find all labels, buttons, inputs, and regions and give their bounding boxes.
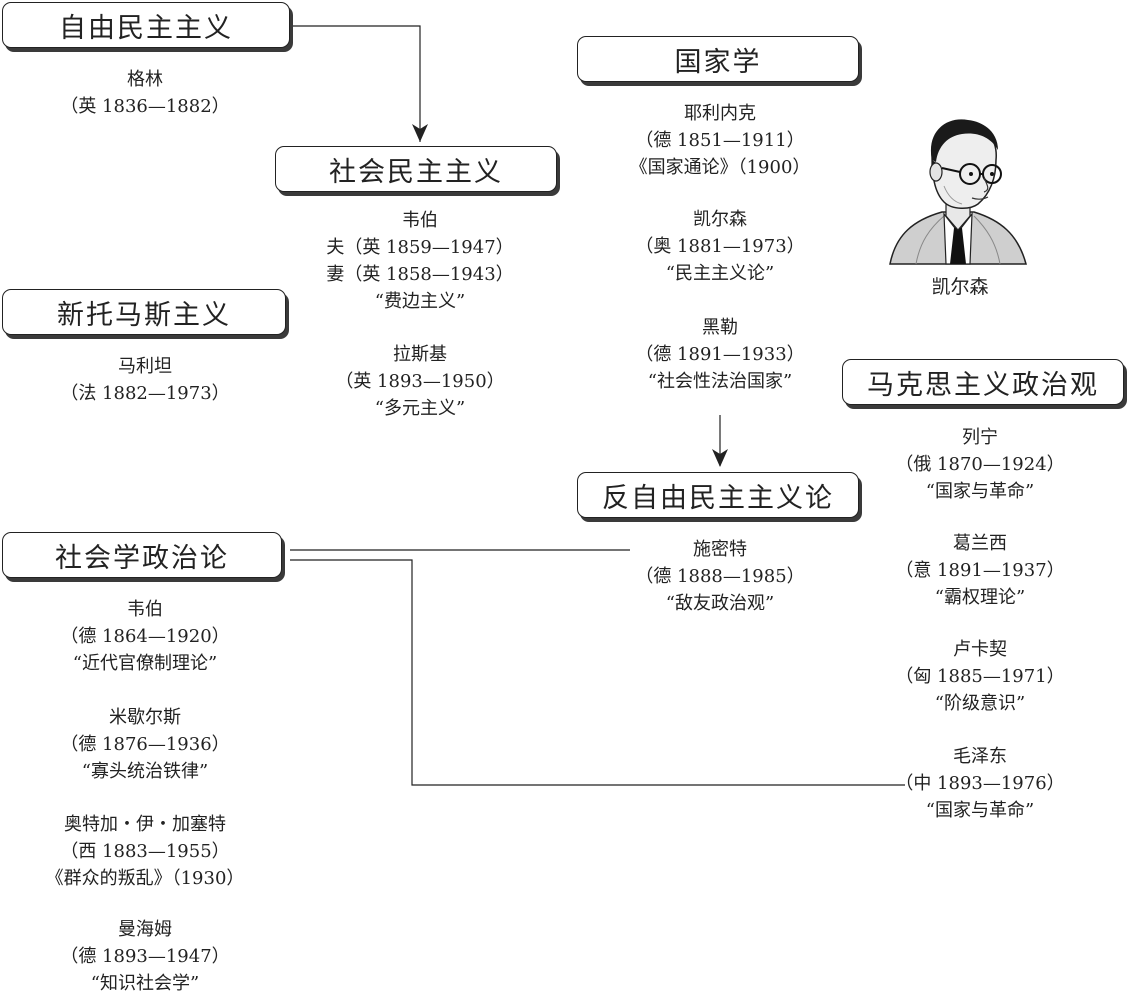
- thinker-dates: （德 1891—1933）: [635, 344, 805, 365]
- thinker-work: “民主主义论”: [665, 263, 775, 284]
- thinker-work: “国家与革命”: [925, 481, 1035, 502]
- thinker-name: 米歇尔斯: [109, 707, 181, 728]
- thinker-heller: 黑勒 （德 1891—1933） “社会性法治国家”: [600, 314, 840, 395]
- thinker-name: 曼海姆: [118, 919, 172, 940]
- thinker-dates: （德 1893—1947）: [60, 946, 230, 967]
- thinker-green: 格林 （英 1836—1882）: [30, 66, 260, 120]
- thinker-name: 马利坦: [118, 356, 172, 377]
- thinker-mao: 毛泽东 （中 1893—1976） “国家与革命”: [870, 743, 1090, 824]
- thinker-dates: （英 1893—1950）: [335, 371, 505, 392]
- thinker-work: “多元主义”: [374, 398, 466, 419]
- connector-sociological-to-mao: [290, 559, 905, 786]
- box-sociological-politics: 社会学政治论: [2, 532, 282, 578]
- thinker-dates: （匈 1885—1971）: [895, 666, 1065, 687]
- thinker-work: 《群众的叛乱》（1930）: [45, 868, 245, 889]
- thinker-lukacs: 卢卡契 （匈 1885—1971） “阶级意识”: [870, 636, 1090, 717]
- box-state-science: 国家学: [577, 36, 859, 82]
- arrow-down-icon: [412, 124, 428, 142]
- thinker-schmitt: 施密特 （德 1888—1985） “敌友政治观”: [600, 536, 840, 617]
- thinker-work: “知识社会学”: [90, 973, 200, 994]
- box-label: 社会学政治论: [55, 542, 229, 574]
- connector-liberal-to-social-democ: [292, 25, 421, 142]
- arrow-down-icon: [712, 449, 728, 467]
- thinker-work: “国家与革命”: [925, 800, 1035, 821]
- box-neo-thomism: 新托马斯主义: [2, 289, 286, 335]
- thinker-work: “敌友政治观”: [665, 593, 775, 614]
- portrait-caption: 凯尔森: [931, 276, 989, 298]
- box-label: 国家学: [674, 46, 762, 78]
- thinker-mannheim: 曼海姆 （德 1893—1947） “知识社会学”: [20, 916, 270, 997]
- thinker-name: 黑勒: [702, 317, 738, 338]
- thinker-dates: （德 1851—1911）: [635, 130, 805, 151]
- thinker-maritain: 马利坦 （法 1882—1973）: [30, 353, 260, 407]
- thinker-name: 列宁: [962, 427, 998, 448]
- thinker-dates: （德 1888—1985）: [635, 566, 805, 587]
- thinker-name: 韦伯: [127, 599, 163, 620]
- thinker-dates: （德 1876—1936）: [60, 734, 230, 755]
- thinker-work: “费边主义”: [374, 291, 466, 312]
- thinker-ortega: 奥特加・伊・加塞特 （西 1883—1955） 《群众的叛乱》（1930）: [10, 811, 280, 892]
- thinker-work: “社会性法治国家”: [647, 371, 793, 392]
- thinker-dates: （法 1882—1973）: [60, 383, 230, 404]
- thinker-michels: 米歇尔斯 （德 1876—1936） “寡头统治铁律”: [20, 704, 270, 785]
- box-marxist-politics: 马克思主义政治观: [842, 359, 1124, 405]
- thinker-name: 凯尔森: [693, 209, 747, 230]
- thinker-work: “阶级意识”: [934, 693, 1026, 714]
- box-label: 社会民主主义: [329, 156, 503, 188]
- box-label: 自由民主主义: [59, 12, 233, 44]
- thinker-dates: （俄 1870—1924）: [895, 454, 1065, 475]
- thinker-name: 拉斯基: [393, 344, 447, 365]
- box-label: 新托马斯主义: [57, 299, 231, 331]
- thinker-name: 格林: [127, 69, 163, 90]
- thinker-laski: 拉斯基 （英 1893—1950） “多元主义”: [300, 341, 540, 422]
- box-liberal-democracy: 自由民主主义: [2, 2, 290, 48]
- thinker-dates: （德 1864—1920）: [60, 626, 230, 647]
- thinker-name: 耶利内克: [684, 103, 756, 124]
- thinker-dates: 夫（英 1859—1947）: [326, 237, 514, 258]
- thinker-work: “霸权理论”: [934, 587, 1026, 608]
- thinker-kelsen: 凯尔森 （奥 1881—1973） “民主主义论”: [600, 206, 840, 287]
- thinker-weber: 韦伯 （德 1864—1920） “近代官僚制理论”: [20, 596, 270, 677]
- thinker-name: 卢卡契: [953, 639, 1007, 660]
- thinker-lenin: 列宁 （俄 1870—1924） “国家与革命”: [870, 424, 1090, 505]
- thinker-work: “寡头统治铁律”: [81, 761, 209, 782]
- thinker-jellinek: 耶利内克 （德 1851—1911） 《国家通论》（1900）: [600, 100, 840, 181]
- box-label: 反自由民主主义论: [602, 482, 834, 514]
- thinker-work: “近代官僚制理论”: [72, 653, 218, 674]
- thinker-dates: （英 1836—1882）: [60, 96, 230, 117]
- thinker-name: 施密特: [693, 539, 747, 560]
- thinker-dates: （中 1893—1976）: [895, 773, 1065, 794]
- thinker-work: 《国家通论》（1900）: [629, 157, 811, 178]
- thinker-name: 葛兰西: [953, 533, 1007, 554]
- box-social-democracy: 社会民主主义: [275, 146, 557, 192]
- thinker-name: 毛泽东: [953, 746, 1007, 767]
- thinker-webb: 韦伯 夫（英 1859—1947） 妻（英 1858—1943） “费边主义”: [300, 207, 540, 315]
- box-anti-liberal-democracy: 反自由民主主义论: [577, 472, 859, 518]
- thinker-gramsci: 葛兰西 （意 1891—1937） “霸权理论”: [870, 530, 1090, 611]
- thinker-dates: （奥 1881—1973）: [635, 236, 805, 257]
- thinker-dates: 妻（英 1858—1943）: [326, 264, 514, 285]
- thinker-dates: （意 1891—1937）: [895, 560, 1065, 581]
- thinker-name: 韦伯: [402, 210, 438, 231]
- box-label: 马克思主义政治观: [867, 369, 1099, 401]
- portrait-icon: [889, 119, 1027, 265]
- thinker-name: 奥特加・伊・加塞特: [64, 814, 226, 835]
- thinker-dates: （西 1883—1955）: [60, 841, 230, 862]
